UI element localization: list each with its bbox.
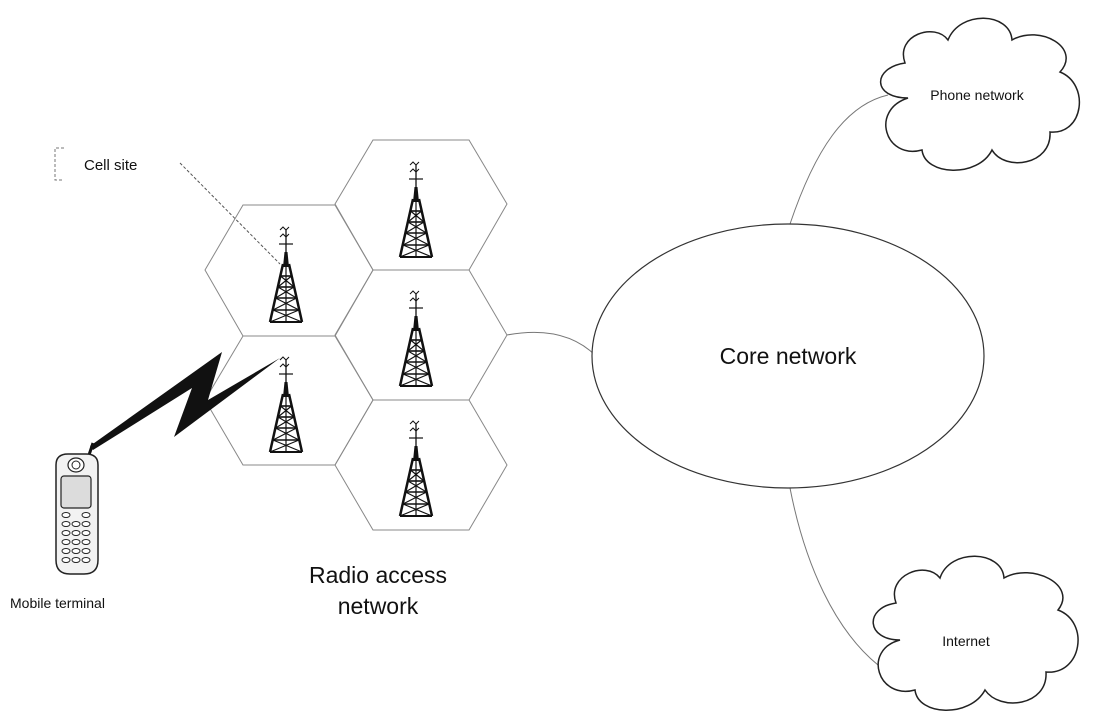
cell-tower-icon	[398, 419, 434, 518]
cell-tower-icon	[268, 355, 304, 454]
core-internet-link	[789, 487, 879, 666]
mobile-phone-icon	[55, 442, 99, 575]
cell-hexagon	[334, 399, 508, 531]
radio-access-network-label-line1: Radio access	[309, 562, 447, 588]
cell-tower-icon	[268, 225, 304, 324]
core-phone-link	[789, 94, 889, 225]
mobile-terminal-label: Mobile terminal	[10, 595, 105, 611]
cloud-icon	[879, 17, 1081, 171]
ran-core-link	[506, 331, 597, 357]
cloud-icon	[872, 555, 1079, 711]
phone-network-label: Phone network	[930, 87, 1024, 103]
cell-grid	[204, 139, 508, 531]
cell-hexagon	[204, 335, 374, 466]
cell-tower-icon	[398, 289, 434, 388]
core-network-label: Core network	[720, 343, 857, 369]
cell-site-legend-icon	[54, 147, 64, 181]
core-network-ellipse	[591, 223, 985, 489]
lightning-link-icon	[90, 352, 280, 450]
internet-label: Internet	[942, 633, 990, 649]
cell-site-pointer	[179, 162, 281, 265]
radio-access-network-label-line2: network	[338, 593, 419, 619]
cell-site-label: Cell site	[84, 157, 137, 174]
cell-tower-icon	[398, 160, 434, 259]
